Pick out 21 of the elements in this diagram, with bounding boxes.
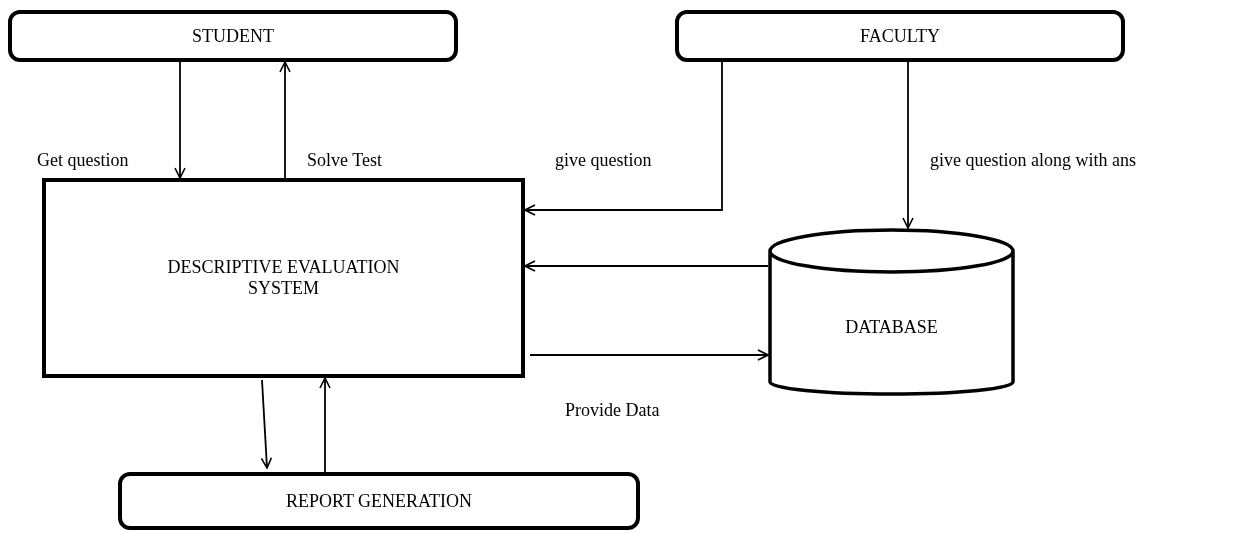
edge-label: give question along with ans xyxy=(928,150,1138,171)
arrow xyxy=(279,61,291,179)
arrow xyxy=(524,260,769,272)
node-label: DATABASE xyxy=(845,316,938,338)
entity-box xyxy=(675,10,1125,62)
arrow xyxy=(319,377,331,473)
entity-box xyxy=(118,472,640,530)
arrow xyxy=(260,379,273,469)
arrow xyxy=(529,349,769,361)
entity-box xyxy=(8,10,458,62)
node-label: FACULTY xyxy=(860,25,940,47)
database-cylinder xyxy=(768,228,1015,396)
arrow xyxy=(902,61,914,229)
node-label: DESCRIPTIVE EVALUATION SYSTEM xyxy=(166,257,401,299)
arrow xyxy=(174,61,186,179)
node-label: STUDENT xyxy=(192,25,274,47)
node-label: REPORT GENERATION xyxy=(285,490,473,512)
edge-label: give question xyxy=(553,150,654,171)
edge-label: Get question xyxy=(35,150,131,171)
arrow xyxy=(524,61,723,216)
process-box xyxy=(42,178,525,378)
